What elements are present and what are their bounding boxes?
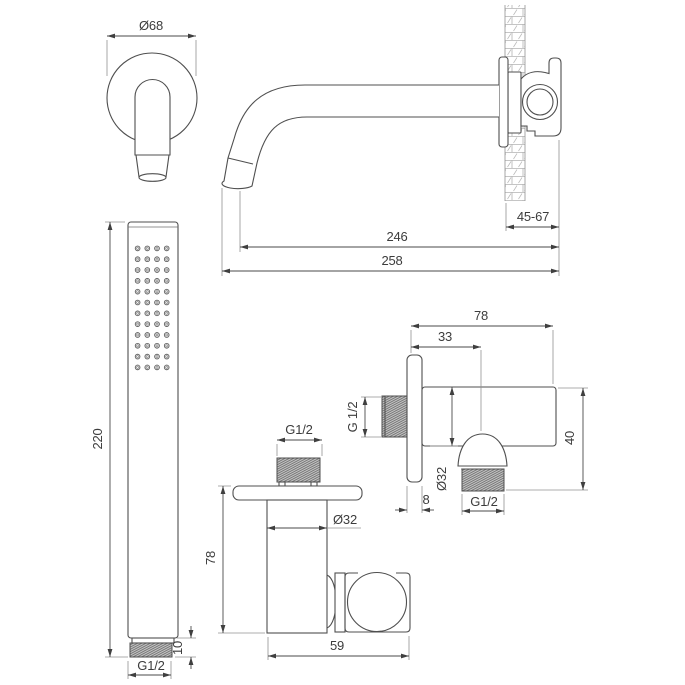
- nozzle-dot-center: [146, 258, 149, 261]
- nozzle-dot-center: [155, 344, 159, 347]
- nozzle-dot-center: [165, 322, 168, 326]
- nozzle-dot-center: [165, 366, 168, 369]
- nozzle-dot-center: [165, 333, 168, 337]
- dim-elbow-body-diameter: Ø32: [434, 467, 449, 491]
- nozzle-dot-center: [146, 312, 149, 315]
- dim-holder-body-diameter: Ø32: [333, 512, 357, 527]
- nozzle-dot-center: [165, 344, 168, 347]
- spout-tube-mouth: [138, 173, 167, 182]
- dim-hand-shower-length: 220: [90, 428, 105, 449]
- dim-elbow-flange-thickness: 8: [422, 492, 429, 507]
- hand-shower-body: [127, 221, 179, 639]
- view-holder: G1/2 Ø32 78 59: [203, 422, 411, 660]
- nozzle-dot-center: [146, 333, 149, 337]
- nozzle-dot-center: [136, 366, 139, 369]
- dim-hand-shower-thread: G1/2: [137, 658, 164, 673]
- nozzle-dot-center: [165, 312, 168, 315]
- nozzle-dot-center: [165, 355, 168, 358]
- view-hand-shower: 220 10 G1/2: [90, 221, 196, 679]
- spout-pipe: [221, 84, 499, 190]
- dim-elbow-height: 40: [562, 431, 577, 445]
- nozzle-dot-center: [136, 290, 139, 293]
- nozzle-dot-center: [165, 247, 168, 250]
- elbow-outlet-dome: [457, 433, 508, 467]
- view-spout-side: 246 258: [221, 56, 559, 276]
- nozzle-dot-center: [136, 279, 139, 283]
- nozzle-dot-center: [136, 322, 139, 326]
- dim-wall-depth-range: 45-67: [517, 209, 549, 224]
- nozzle-dot-center: [136, 312, 139, 315]
- nozzle-dot-center: [155, 355, 159, 358]
- nozzle-dot-center: [155, 279, 159, 283]
- spout-tube-taper: [135, 154, 170, 178]
- elbow-flange: [406, 354, 423, 483]
- holder-body: [266, 499, 328, 634]
- nozzle-dot-center: [165, 268, 168, 272]
- holder-thread-nub-right: [310, 481, 318, 487]
- nozzle-dot-center: [155, 312, 159, 315]
- nozzle-dot-center: [155, 301, 159, 304]
- spout-tube-front: [134, 78, 171, 156]
- nozzle-dot-center: [146, 247, 149, 250]
- nozzle-dot-center: [146, 279, 149, 283]
- nozzle-dot-center: [155, 247, 159, 250]
- nozzle-dot-center: [155, 258, 159, 261]
- nozzle-dot-center: [136, 344, 139, 347]
- nozzle-dot-center: [146, 366, 149, 369]
- nozzle-dot-center: [155, 290, 159, 293]
- bracket-boss-inner: [526, 88, 554, 116]
- nozzle-dot-center: [136, 258, 139, 261]
- nozzle-dot-center: [165, 290, 168, 293]
- nozzle-dot-center: [146, 355, 149, 358]
- holder-thread: [276, 457, 321, 483]
- nozzle-dot-center: [155, 322, 159, 326]
- hand-shower-neck: [131, 637, 175, 644]
- elbow-bottom-thread: [461, 468, 505, 492]
- hand-shower-thread: [129, 642, 173, 658]
- nozzle-dot-center: [146, 268, 149, 272]
- nozzle-dot-center: [146, 290, 149, 293]
- dim-elbow-wall-thread: G 1/2: [345, 402, 360, 433]
- dim-holder-height: 78: [203, 551, 218, 565]
- holder-flange: [232, 485, 363, 501]
- dim-spout-to-wall: 246: [386, 229, 407, 244]
- elbow-wall-thread: [381, 395, 408, 438]
- dim-elbow-bottom-thread: G1/2: [470, 494, 497, 509]
- nozzle-dot-center: [136, 247, 139, 250]
- nozzle-dot-center: [146, 344, 149, 347]
- holder-hook-ring: [346, 571, 408, 633]
- bracket-plate: [507, 71, 522, 134]
- holder-thread-nub-left: [278, 481, 286, 487]
- dim-elbow-center-offset: 33: [438, 329, 452, 344]
- nozzle-dot-center: [146, 301, 149, 304]
- dim-spout-diameter: Ø68: [139, 18, 163, 33]
- nozzle-dot-center: [136, 333, 139, 337]
- nozzle-dots: [134, 245, 170, 371]
- dim-hand-shower-connector-height: 10: [170, 641, 185, 655]
- spout-tip-joint: [227, 157, 254, 165]
- nozzle-dot-center: [165, 258, 168, 261]
- nozzle-dot-center: [165, 279, 168, 283]
- nozzle-dot-center: [146, 322, 149, 326]
- dim-spout-total: 258: [381, 253, 402, 268]
- nozzle-dot-center: [155, 366, 159, 369]
- view-wall-section: 45-67: [504, 5, 562, 276]
- view-spout-front: Ø68: [106, 18, 198, 182]
- holder-hook-plate: [334, 572, 346, 633]
- nozzle-dot-center: [136, 355, 139, 358]
- view-outlet-elbow: 78 33 G 1/2 40 Ø32 8 G1/2: [345, 308, 588, 515]
- nozzle-dot-center: [136, 268, 139, 272]
- dim-holder-thread-top: G1/2: [285, 422, 312, 437]
- nozzle-dot-center: [155, 268, 159, 272]
- nozzle-dot-center: [165, 301, 168, 304]
- dim-holder-width: 59: [330, 638, 344, 653]
- nozzle-dot-center: [136, 301, 139, 304]
- spout-flange-side: [498, 56, 509, 148]
- nozzle-dot-center: [155, 333, 159, 337]
- dim-elbow-total-width: 78: [474, 308, 488, 323]
